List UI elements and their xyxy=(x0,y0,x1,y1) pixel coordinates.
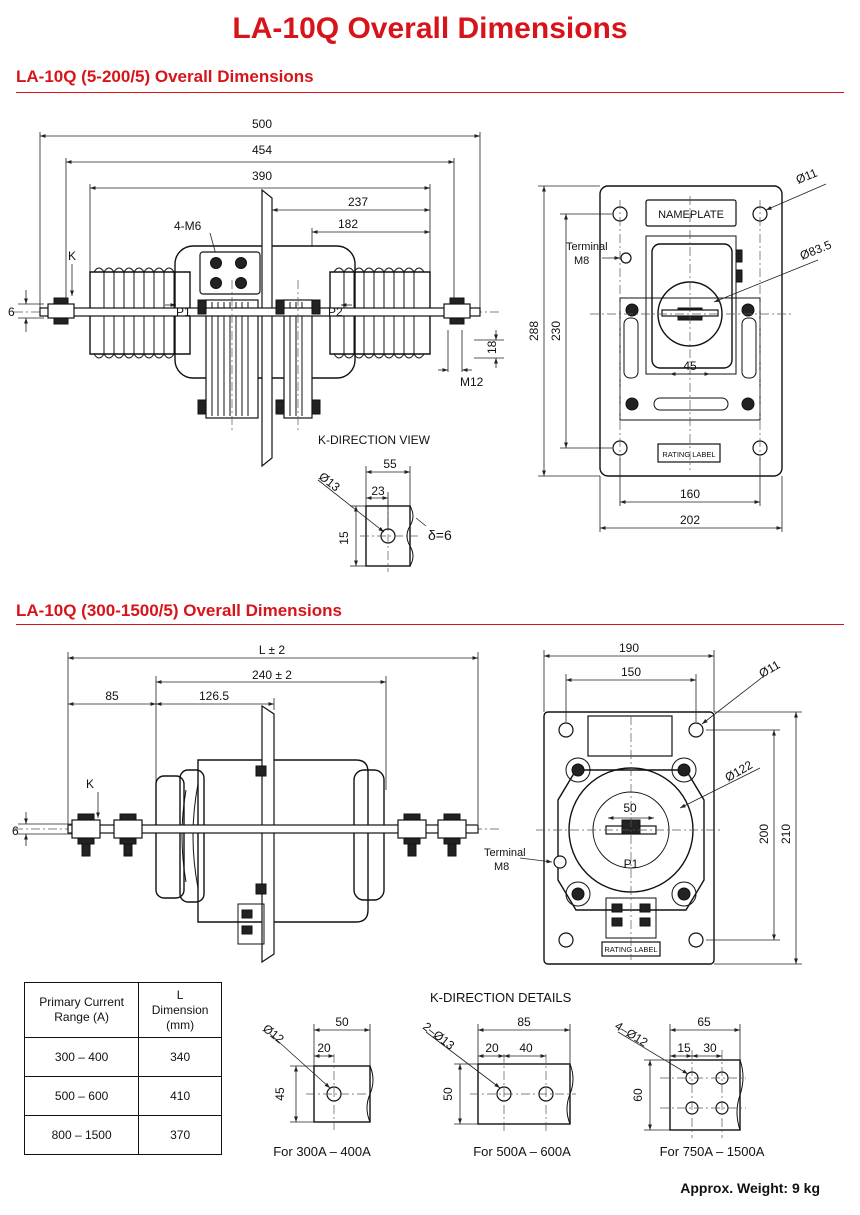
section2-heading: LA-10Q (300-1500/5) Overall Dimensions xyxy=(16,601,342,620)
kd2-dim-40: 40 xyxy=(519,1041,533,1055)
kd1-dim-50: 50 xyxy=(335,1015,349,1029)
section1-rule xyxy=(16,92,844,93)
front1-nameplate-label: NAMEPLATE xyxy=(658,209,724,221)
side2-k-arrow-label: K xyxy=(86,777,94,791)
kd2-dim-20: 20 xyxy=(485,1041,499,1055)
kd1-caption: For 300A – 400A xyxy=(273,1144,371,1159)
table-header-range: Primary Current Range (A) xyxy=(23,982,140,1038)
side1-dim-18: 18 xyxy=(485,340,499,354)
kview1-delta-label: δ=6 xyxy=(428,527,452,543)
front2-dim-200: 200 xyxy=(757,824,771,844)
side2-dim-240: 240 ± 2 xyxy=(252,668,292,682)
section2-rule xyxy=(16,624,844,625)
side2-dim-6: 6 xyxy=(12,824,19,838)
front1-dia11-label: Ø11 xyxy=(794,166,820,187)
front1-dim-160: 160 xyxy=(680,487,700,501)
side1-dim-390: 390 xyxy=(252,169,272,183)
side1-p1-label: P1 xyxy=(176,305,191,319)
front2-dim-50: 50 xyxy=(623,801,637,815)
section2-side-view: L ± 2 240 ± 2 85 126.5 K 6 xyxy=(12,643,500,964)
kd2-caption: For 500A – 600A xyxy=(473,1144,571,1159)
side1-dim-182: 182 xyxy=(338,217,358,231)
primary-current-table: Primary Current Range (A) L Dimension (m… xyxy=(23,982,222,1155)
kview1-dim-15: 15 xyxy=(337,531,351,545)
side1-dim-6: 6 xyxy=(8,305,15,319)
kview1-dim-55: 55 xyxy=(383,457,397,471)
front2-dim-210: 210 xyxy=(779,824,793,844)
section1-heading: LA-10Q (5-200/5) Overall Dimensions xyxy=(16,67,314,86)
kd1-dim-45: 45 xyxy=(273,1087,287,1101)
side2-dim-126-5: 126.5 xyxy=(199,689,229,703)
kd2-dim-85: 85 xyxy=(517,1015,531,1029)
kd2-hole-label: 2–Ø13 xyxy=(420,1019,457,1052)
front1-dim-45: 45 xyxy=(683,359,697,373)
front1-dim-202: 202 xyxy=(680,513,700,527)
side1-k-arrow-label: K xyxy=(68,249,76,263)
front2-m8-label: M8 xyxy=(494,861,509,873)
front1-dim-288: 288 xyxy=(527,321,541,341)
front1-terminal-label: Terminal xyxy=(566,241,608,253)
front2-p1-label: P1 xyxy=(624,857,639,871)
side2-dim-85: 85 xyxy=(105,689,119,703)
front2-rating-label: RATING LABEL xyxy=(604,945,657,954)
approx-weight: Approx. Weight: 9 kg xyxy=(680,1180,820,1196)
side2-dim-L: L ± 2 xyxy=(259,643,285,657)
table-cell-range: 800 – 1500 xyxy=(23,1115,140,1155)
kd3-caption: For 750A – 1500A xyxy=(660,1144,765,1159)
table-header-dimension: L Dimension (mm) xyxy=(138,982,222,1038)
kd3-dim-65: 65 xyxy=(697,1015,711,1029)
front2-terminal-label: Terminal xyxy=(484,847,526,859)
kd1-hole-label: Ø12 xyxy=(260,1021,287,1046)
side1-dim-454: 454 xyxy=(252,143,272,157)
kd3-dim-60: 60 xyxy=(631,1088,645,1102)
kd3-hole-label: 4–Ø12 xyxy=(612,1019,650,1050)
table-header-row: Primary Current Range (A) L Dimension (m… xyxy=(23,982,222,1038)
side1-dim-500: 500 xyxy=(252,117,272,131)
kd1-dim-20: 20 xyxy=(317,1041,331,1055)
kd3-dim-30: 30 xyxy=(703,1041,717,1055)
table-cell-dimension: 410 xyxy=(138,1076,222,1116)
side1-bolts-label: 4-M6 xyxy=(174,219,202,233)
kview1-dia13-label: Ø13 xyxy=(316,469,343,494)
front1-dia835-label: Ø83.5 xyxy=(798,237,834,262)
table-row: 500 – 600 410 xyxy=(23,1076,222,1116)
kd3-dim-15: 15 xyxy=(677,1041,691,1055)
kdetails-title: K-DIRECTION DETAILS xyxy=(430,990,572,1005)
side1-dim-237: 237 xyxy=(348,195,368,209)
page-title: LA-10Q Overall Dimensions xyxy=(232,12,628,45)
table-row: 300 – 400 340 xyxy=(23,1037,222,1077)
kview1-title: K-DIRECTION VIEW xyxy=(318,433,431,447)
kd2-dim-50: 50 xyxy=(441,1087,455,1101)
section1-front-view: NAMEPLATE Terminal M8 Ø11 Ø83.5 288 230 … xyxy=(527,166,834,532)
front2-dim-150: 150 xyxy=(621,665,641,679)
section1-k-view: K-DIRECTION VIEW 55 23 Ø13 15 δ=6 xyxy=(316,433,452,572)
table-row: 800 – 1500 370 xyxy=(23,1115,222,1155)
table-cell-dimension: 340 xyxy=(138,1037,222,1077)
front1-dim-230: 230 xyxy=(549,321,563,341)
section2-front-view: 190 150 Ø11 Ø122 50 Terminal M8 P1 RATIN… xyxy=(484,641,802,965)
front2-dim-190: 190 xyxy=(619,641,639,655)
section1-side-view: 500 454 390 237 182 4-M6 K 6 P1 P2 18 M1… xyxy=(8,117,504,468)
kview1-dim-23: 23 xyxy=(371,484,385,498)
front2-dia11-label: Ø11 xyxy=(757,657,783,680)
front1-rating-label: RATING LABEL xyxy=(662,450,715,459)
table-cell-range: 300 – 400 xyxy=(23,1037,140,1077)
table-cell-dimension: 370 xyxy=(138,1115,222,1155)
front2-dia122-label: Ø122 xyxy=(723,758,756,785)
side1-p2-label: P2 xyxy=(328,305,343,319)
section2-k-details: K-DIRECTION DETAILS 50 20 Ø12 45 For 300… xyxy=(260,990,765,1159)
table-cell-range: 500 – 600 xyxy=(23,1076,140,1116)
front1-m8-label: M8 xyxy=(574,255,589,267)
side1-m12-label: M12 xyxy=(460,375,484,389)
